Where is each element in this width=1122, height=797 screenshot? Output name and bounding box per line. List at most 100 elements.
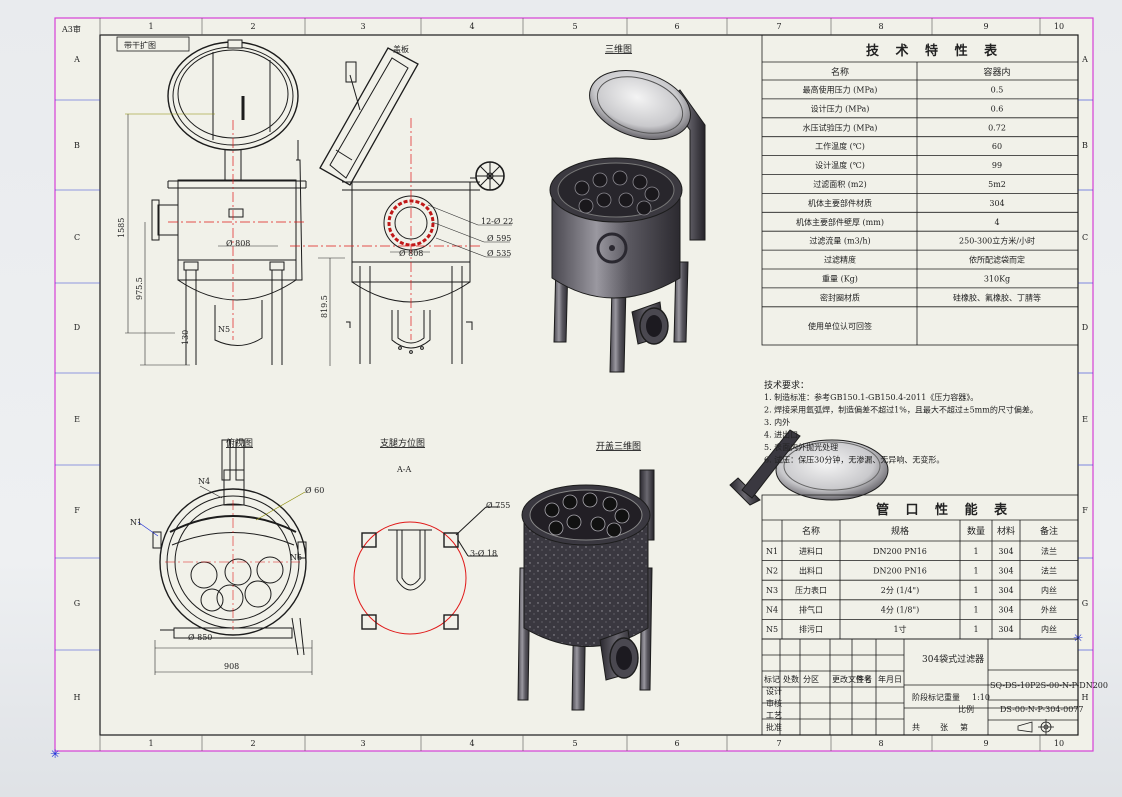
zone-row-right: G [1082,599,1088,608]
port-header-cell: 规格 [891,525,909,537]
title-block-drawing-no: DS-00-N-P-304-0077 [1000,705,1083,714]
tech-req-line: 5. 表面内外抛光处理 [764,442,838,452]
side-open-lid [319,47,419,186]
tb-label: 处数 [783,674,799,684]
tech-row-value: 硅橡胶、氟橡胶、丁腈等 [953,292,1041,302]
zone-col-top: 3 [360,22,365,31]
corner-mark-left: ✳ [50,747,60,761]
front-view [151,39,307,365]
tech-req-title: 技术要求： [764,379,809,391]
port-row-cell: 压力表口 [795,585,827,595]
port-row-cell: 4分 (1/8") [881,606,919,615]
port-header-cell: 材料 [997,525,1015,537]
port-header-cell: 备注 [1040,525,1058,537]
tb-label: 张 [940,723,948,732]
port-row-cell: DN200 PN16 [873,547,927,556]
dim-side-diameter: Ø 808 [399,249,423,258]
tech-row-value: 0.6 [991,104,1004,113]
port-row-cell: N2 [766,566,778,575]
zone-row-left: A [73,55,80,64]
zone-col-top: 2 [250,22,255,31]
title-block-labels: 设计审核工艺批准标记处数分区更改文件号签名年月日阶段标记重量比例共张第 [764,674,974,732]
port-row-cell: 304 [998,547,1013,556]
tech-row-name: 过滤流量 (m3/h) [809,236,870,246]
zone-row-right: F [1082,506,1088,515]
open-iso-vessel [517,429,889,711]
port-header-cell: 数量 [967,525,985,537]
tech-row-value: 5m2 [988,180,1006,189]
tech-row-value: 60 [992,142,1002,151]
port-row-cell: 1 [973,606,978,615]
tb-label: 标记 [764,674,780,684]
tech-row-value: 304 [989,199,1004,208]
tech-row-value: 0.5 [991,85,1004,94]
port-row-cell: 外丝 [1041,605,1057,615]
zone-row-left: G [74,599,80,608]
tech-row-name: 过滤面积 (m2) [813,179,866,189]
tb-label: 设计 [766,686,782,696]
port-row-cell: N1 [766,547,778,556]
title-block [761,638,1079,736]
port-row-cell: 排气口 [799,605,823,615]
zone-col-bottom: 4 [469,739,474,748]
port-row-cell: 304 [998,606,1013,615]
tech-row-name: 最高使用压力 (MPa) [803,84,878,94]
zone-col-bottom: 10 [1054,739,1064,748]
zone-col-top: 9 [983,22,988,31]
support-view [353,506,500,635]
top-view-centerlines [165,500,300,630]
zone-row-left: E [74,415,80,424]
tech-table-rows: 名称容器内最高使用压力 (MPa)0.5设计压力 (MPa)0.6水压试验压力 … [796,66,1041,331]
title-block-name: 304袋式过滤器 [922,653,984,665]
tech-requirements: 技术要求：1. 制造标准：参考GB150.1-GB150.4-2011《压力容器… [764,379,1038,465]
zone-row-right: B [1082,141,1088,150]
tech-row-value: 4 [994,218,999,227]
dim-top-diameter: Ø 850 [188,633,212,642]
tech-header-name: 名称 [831,66,849,78]
port-row-cell: 2分 (1/4") [881,586,919,595]
cover-label: 盖板 [393,44,409,54]
zone-col-bottom: 8 [878,739,883,748]
dim-front-diameter: Ø 808 [226,239,250,248]
front-dimensions [125,113,345,366]
tb-label: 比例 [958,704,974,714]
tb-label: 第 [960,722,968,732]
zone-grid [55,18,1093,751]
port-table [761,494,1079,640]
top-left-note: 带干扩图 [124,40,156,50]
zone-col-bottom: 6 [674,739,679,748]
zone-col-bottom: 9 [983,739,988,748]
port-row-cell: 法兰 [1041,565,1057,575]
top-tag-n1: N1 [130,518,142,527]
tech-row-name: 重量 (Kg) [822,273,858,283]
top-view-dims [137,485,313,675]
zone-col-top: 1 [148,22,153,31]
dim-height-total: 1585 [117,218,126,238]
dim-top-small: Ø 60 [305,486,324,495]
tech-req-line: 3. 内外 [764,417,790,427]
title-block-code: SQ-DS-10P2S-00-N-P-DN200 [990,681,1108,690]
zone-row-left: D [74,323,80,332]
top-view-title: 俯视图 [226,437,253,449]
tech-row-name: 使用单位认可回签 [808,321,872,331]
tech-req-line: 6. 试压：保压30分钟，无渗漏、无异响、无变形。 [764,455,944,465]
dim-height-outlet: 819.5 [320,295,329,318]
tb-label: 阶段标记 [912,692,944,702]
front-centerlines [168,120,305,340]
port-row-cell: 1 [973,586,978,595]
dim-leg-height: 130 [181,330,190,345]
inner-frame [99,34,1079,736]
port-row-cell: 304 [998,586,1013,595]
port-row-cell: 304 [998,566,1013,575]
tech-row-value: 依所配滤袋而定 [969,255,1025,265]
zone-row-left: H [74,693,81,702]
port-row-cell: N4 [766,606,778,615]
iso-vessel [549,70,706,373]
port-row-cell: 法兰 [1041,546,1057,556]
dim-height-inlet: 975.5 [135,277,144,300]
zone-col-bottom: 1 [148,739,153,748]
title-block-scale: 1:10 [972,693,990,702]
